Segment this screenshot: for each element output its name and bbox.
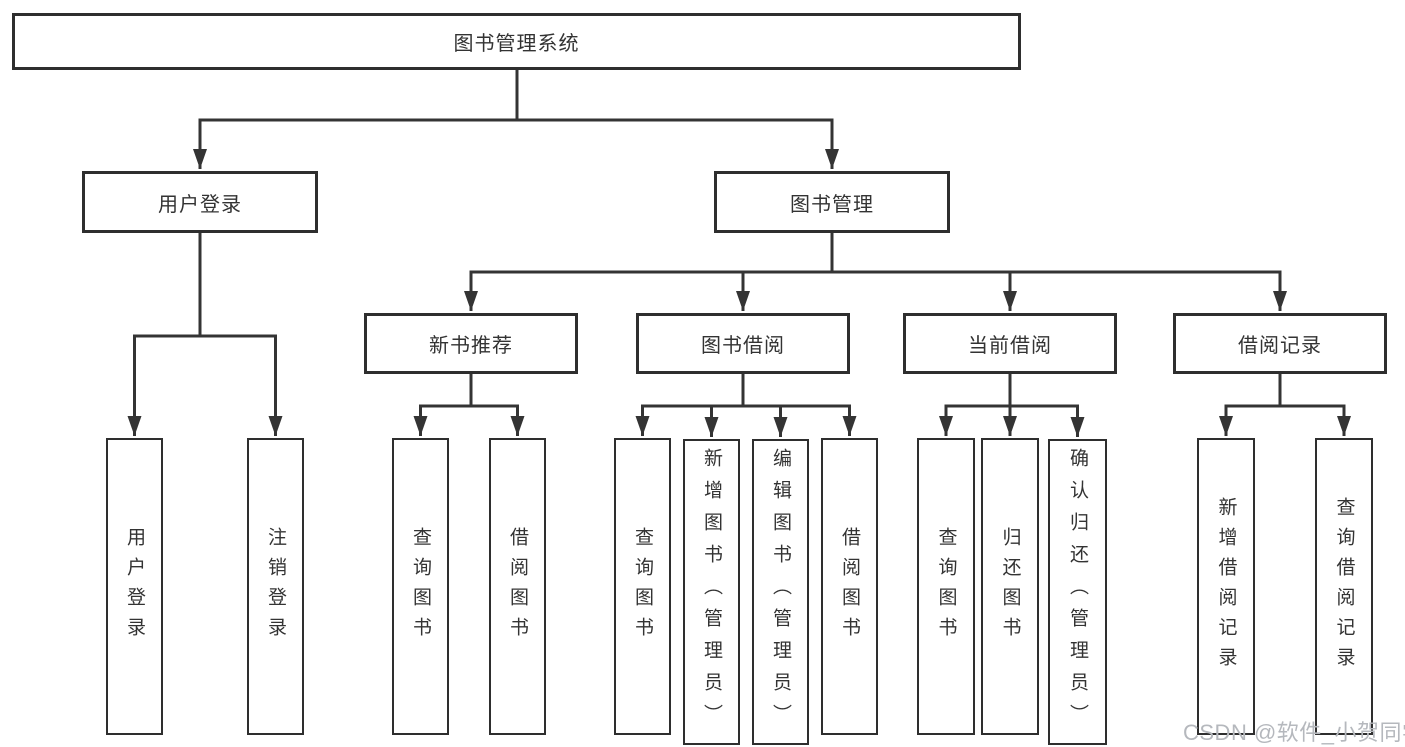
leaf-newbook-query-label: 查询图书 [410, 526, 431, 647]
leaf-newbook-borrow: 借阅图书 [489, 438, 546, 735]
node-borrow-record: 借阅记录 [1173, 313, 1387, 374]
leaf-borrowrecord-add: 新增借阅记录 [1197, 438, 1255, 735]
leaf-currentborrow-confirm: 确认归还（管理员） [1048, 439, 1107, 745]
leaf-currentborrow-return-label: 归还图书 [999, 526, 1021, 647]
leaf-bookborrow-borrow: 借阅图书 [821, 438, 878, 735]
leaf-user-login: 用户登录 [106, 438, 163, 735]
leaf-bookborrow-query: 查询图书 [614, 438, 671, 735]
leaf-newbook-borrow-label: 借阅图书 [507, 526, 528, 647]
leaf-logout: 注销登录 [247, 438, 304, 735]
leaf-currentborrow-return: 归还图书 [981, 438, 1039, 735]
csdn-watermark: CSDN @软件_小贺同学 [1183, 720, 1405, 745]
node-root: 图书管理系统 [12, 13, 1021, 70]
node-book-management: 图书管理 [714, 171, 950, 233]
leaf-borrowrecord-query-label: 查询借阅记录 [1333, 496, 1355, 677]
node-book-borrow: 图书借阅 [636, 313, 850, 374]
leaf-bookborrow-edit: 编辑图书（管理员） [752, 439, 809, 745]
leaf-newbook-query: 查询图书 [392, 438, 449, 735]
leaf-user-login-label: 用户登录 [124, 526, 145, 647]
leaf-currentborrow-query-label: 查询图书 [935, 526, 957, 647]
leaf-bookborrow-add: 新增图书（管理员） [683, 439, 740, 745]
leaf-bookborrow-borrow-label: 借阅图书 [839, 526, 860, 647]
leaf-borrowrecord-add-label: 新增借阅记录 [1215, 496, 1237, 677]
leaf-bookborrow-edit-label: 编辑图书（管理员） [770, 448, 791, 736]
leaf-bookborrow-add-label: 新增图书（管理员） [701, 448, 722, 736]
leaf-borrowrecord-query: 查询借阅记录 [1315, 438, 1373, 735]
node-user-login: 用户登录 [82, 171, 318, 233]
node-current-borrow: 当前借阅 [903, 313, 1117, 374]
leaf-currentborrow-confirm-label: 确认归还（管理员） [1067, 448, 1088, 736]
node-new-book-recommend: 新书推荐 [364, 313, 578, 374]
leaf-currentborrow-query: 查询图书 [917, 438, 975, 735]
leaf-logout-label: 注销登录 [265, 526, 286, 647]
leaf-bookborrow-query-label: 查询图书 [632, 526, 653, 647]
